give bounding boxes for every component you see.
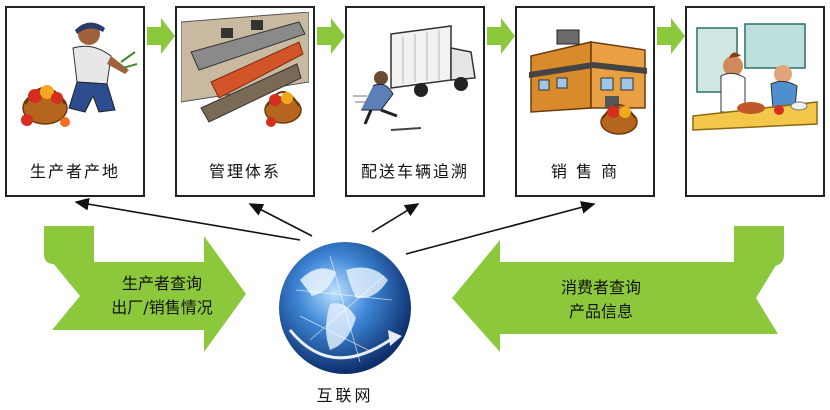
flow-arrow-icon — [487, 18, 515, 54]
stage-box-retailer: 销 售 商 — [515, 6, 655, 197]
connector-arrow — [74, 197, 301, 241]
right-flow-arrow — [452, 240, 778, 352]
producer-query-text: 生产者查询 出厂/销售情况 — [92, 272, 232, 320]
consumer-query-line2: 产品信息 — [568, 302, 633, 321]
connector-arrow — [371, 203, 420, 233]
stage-box-consumer — [685, 6, 825, 197]
stage-label: 配送车辆追溯 — [360, 162, 469, 181]
connector-arrow — [405, 201, 596, 255]
dining-consumer-icon — [691, 12, 819, 140]
connector-arrow — [248, 203, 313, 237]
stage-box-delivery: 配送车辆追溯 — [345, 6, 485, 197]
flow-arrow-icon — [147, 18, 175, 54]
right-flow-connector — [734, 226, 784, 266]
consumer-query-text: 消费者查询 产品信息 — [536, 276, 666, 324]
left-flow-connector — [44, 226, 94, 264]
left-flow-arrow — [52, 236, 246, 352]
stage-label: 销 售 商 — [550, 162, 620, 181]
flow-arrow-icon — [317, 18, 345, 54]
farmer-icon — [11, 12, 139, 140]
stage-box-producer: 生产者产地 — [5, 6, 145, 197]
store-building-icon — [521, 12, 649, 140]
globe-icon — [279, 242, 411, 374]
flow-arrow-icon — [657, 18, 685, 54]
delivery-truck-icon — [351, 12, 479, 140]
consumer-query-line1: 消费者查询 — [560, 278, 641, 297]
stage-label: 管理体系 — [208, 162, 281, 181]
internet-label: 互联网 — [316, 386, 374, 405]
producer-query-line1: 生产者查询 — [121, 274, 202, 293]
producer-query-line2: 出厂/销售情况 — [111, 298, 213, 317]
stage-label: 生产者产地 — [29, 162, 120, 181]
production-line-icon — [181, 12, 309, 140]
stage-box-management: 管理体系 — [175, 6, 315, 197]
